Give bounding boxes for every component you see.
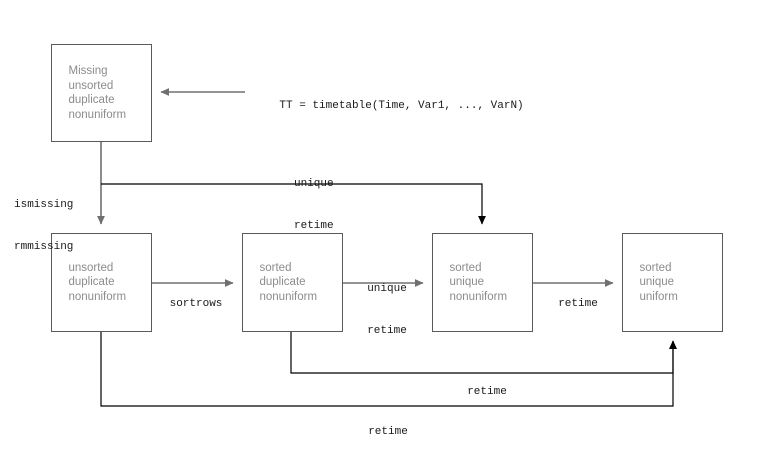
node-sorted-unique-nonuniform[interactable]: sorted unique nonuniform bbox=[432, 233, 533, 332]
node-missing-unsorted-duplicate-nonuniform[interactable]: Missing unsorted duplicate nonuniform bbox=[51, 44, 152, 142]
edge-label-text: ismissing bbox=[14, 199, 74, 211]
node-sorted-duplicate-nonuniform[interactable]: sorted duplicate nonuniform bbox=[242, 233, 343, 332]
node-text-line: unique bbox=[639, 276, 675, 289]
node-text-line: unsorted bbox=[68, 261, 114, 274]
edge-label-retime-feedback-lower: retime bbox=[368, 397, 408, 461]
edge-label-retime-feedback-upper: retime bbox=[467, 357, 507, 427]
edge-label-retime-sorted-unique: retime bbox=[558, 269, 598, 339]
node-text-line: duplicate bbox=[68, 94, 115, 106]
node-text-line: nonuniform bbox=[68, 290, 127, 303]
edge-label-text: unique bbox=[367, 283, 407, 295]
node-text-line: nonuniform bbox=[68, 108, 127, 121]
edge-label-text: rmmissing bbox=[14, 241, 74, 253]
node-text-line: nonuniform bbox=[259, 290, 318, 303]
node-text-line: Missing bbox=[68, 65, 108, 77]
node-text-line: duplicate bbox=[68, 276, 115, 289]
connector-missing-to-sorted-unique-nonuniform bbox=[101, 183, 486, 225]
connector-retime-feedback-lower bbox=[100, 332, 677, 407]
node-text-line: duplicate bbox=[259, 276, 306, 289]
edge-label-text: sortrows bbox=[169, 298, 223, 310]
node-text-line: unsorted bbox=[68, 79, 114, 92]
node-text-line: sorted bbox=[449, 261, 482, 274]
edge-label-unique-retime-top: unique retime bbox=[294, 149, 334, 261]
node-sorted-unique-uniform[interactable]: sorted unique uniform bbox=[622, 233, 723, 332]
edge-label-timetable-constructor: TT = timetable(Time, Var1, ..., VarN) bbox=[253, 85, 524, 127]
edge-label-text: retime bbox=[558, 298, 598, 310]
edge-label-text: unique bbox=[294, 178, 334, 190]
node-text-line: nonuniform bbox=[449, 290, 508, 303]
edge-label-unique-retime-mid: unique retime bbox=[367, 254, 407, 366]
node-text-line: sorted bbox=[639, 261, 672, 274]
node-unsorted-duplicate-nonuniform[interactable]: unsorted duplicate nonuniform bbox=[51, 233, 152, 332]
edge-label-text: retime bbox=[294, 220, 334, 232]
edge-label-text: retime bbox=[467, 386, 507, 398]
node-text-line: unique bbox=[449, 276, 485, 289]
node-text-line: uniform bbox=[639, 290, 678, 303]
edge-label-text: retime bbox=[368, 426, 408, 438]
edge-label-text: TT = timetable(Time, Var1, ..., VarN) bbox=[279, 100, 524, 112]
edge-label-text: retime bbox=[367, 325, 407, 337]
edge-label-ismissing-rmmissing: ismissing rmmissing bbox=[14, 170, 73, 282]
node-text-line: sorted bbox=[259, 261, 292, 274]
edge-label-sortrows: sortrows bbox=[170, 269, 223, 339]
